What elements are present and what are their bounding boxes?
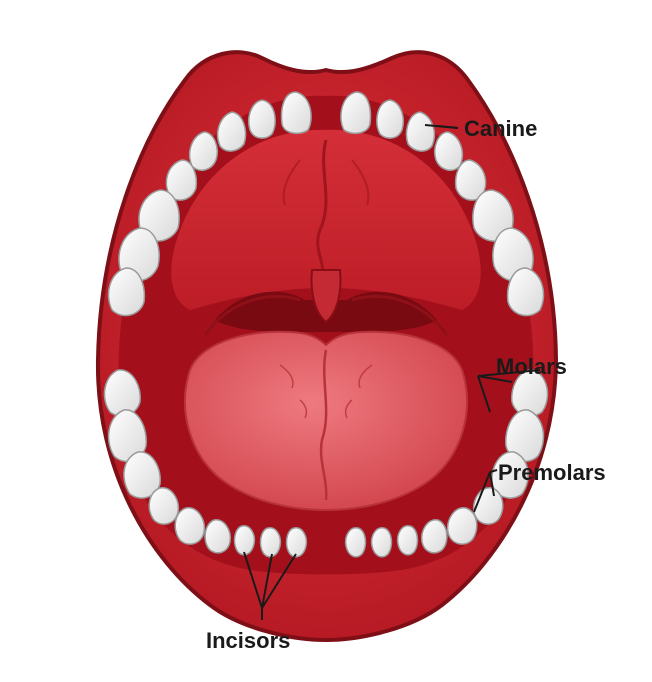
- lower-canine: [420, 519, 448, 554]
- upper-molar: [138, 189, 180, 242]
- label-canine: Canine: [464, 116, 537, 141]
- label-premolars: Premolars: [498, 460, 606, 485]
- lower-incisor: [396, 525, 419, 556]
- molars-leader: [477, 375, 513, 383]
- upper-teeth: [107, 91, 545, 317]
- lower-molar: [123, 451, 161, 499]
- upper-incisor: [340, 91, 372, 135]
- upper-incisor: [248, 99, 276, 139]
- leader-lines: [243, 124, 541, 620]
- premolars-leader: [489, 471, 495, 497]
- lower-incisor: [370, 527, 393, 558]
- lower-incisor: [233, 525, 256, 556]
- incisors-leader: [261, 553, 297, 609]
- upper-molar: [107, 267, 146, 317]
- palate-ridges: [316, 139, 328, 286]
- upper-incisor: [376, 99, 404, 139]
- lower-premolar: [472, 487, 504, 525]
- lower-premolar: [174, 507, 206, 545]
- molars-leader: [477, 369, 541, 377]
- upper-premolar: [454, 159, 487, 201]
- upper-incisor: [280, 91, 312, 135]
- label-molars: Molars: [496, 354, 567, 379]
- premolars-leader: [473, 471, 491, 513]
- hard-palate: [171, 129, 481, 310]
- lower-premolar: [446, 507, 478, 545]
- molars-leader: [477, 375, 491, 413]
- premolars-leader: [489, 469, 498, 473]
- palatal-arches: [203, 294, 449, 336]
- lower-premolar: [148, 487, 180, 525]
- canine-leader: [424, 124, 459, 129]
- upper-premolar: [188, 131, 218, 171]
- upper-molar: [506, 267, 545, 317]
- lower-teeth: [103, 369, 549, 558]
- upper-canine: [216, 111, 247, 152]
- lower-incisor: [344, 527, 367, 558]
- lower-incisor: [285, 527, 308, 558]
- lower-incisor: [259, 527, 282, 558]
- incisors-leader: [243, 551, 263, 609]
- upper-molar: [472, 189, 514, 242]
- lower-canine: [204, 519, 232, 554]
- upper-premolar: [434, 131, 464, 171]
- lower-molar: [491, 451, 529, 499]
- uvula: [310, 269, 342, 324]
- upper-premolar: [165, 159, 198, 201]
- label-incisors: Incisors: [206, 628, 290, 653]
- incisors-leader: [261, 553, 273, 609]
- tongue-median-groove: [319, 349, 328, 501]
